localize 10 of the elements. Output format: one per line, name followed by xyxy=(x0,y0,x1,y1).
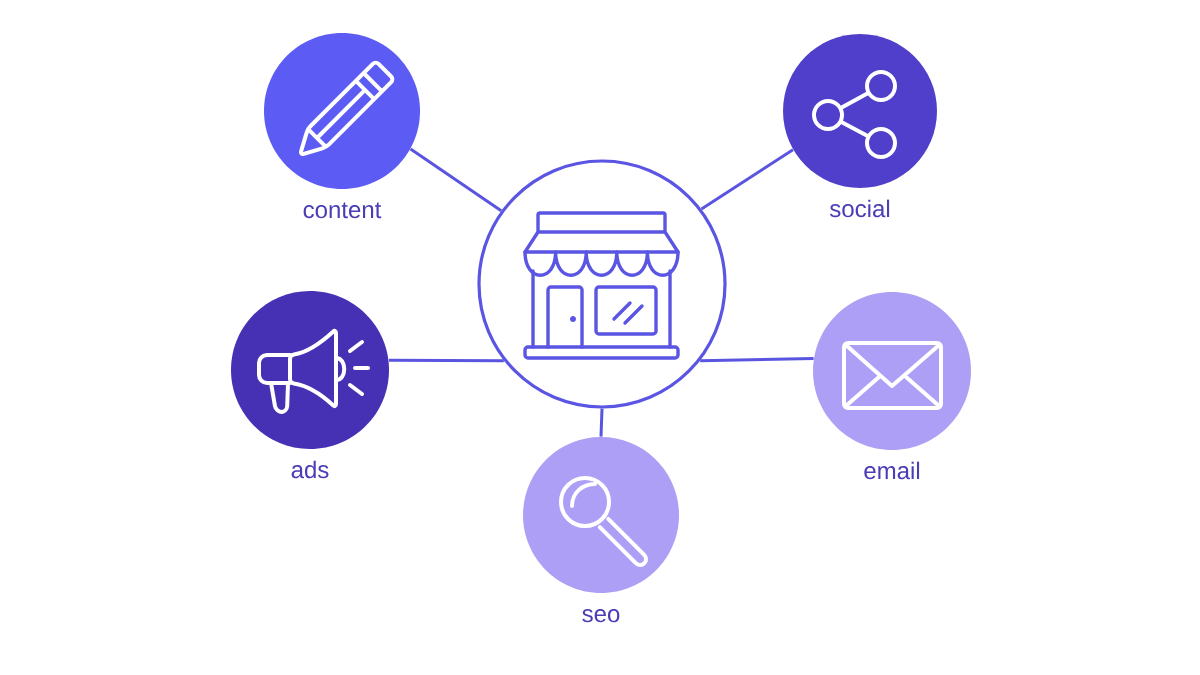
node-label: content xyxy=(303,202,382,219)
node-label: email xyxy=(864,461,920,480)
connector-line xyxy=(599,408,604,437)
connector-line xyxy=(409,147,503,212)
connector-line xyxy=(700,148,794,211)
connector-line xyxy=(388,358,504,363)
node-label: social xyxy=(830,199,890,218)
node-label: ads xyxy=(291,460,329,479)
connector-line xyxy=(700,357,814,363)
node-label: seo xyxy=(582,609,620,623)
